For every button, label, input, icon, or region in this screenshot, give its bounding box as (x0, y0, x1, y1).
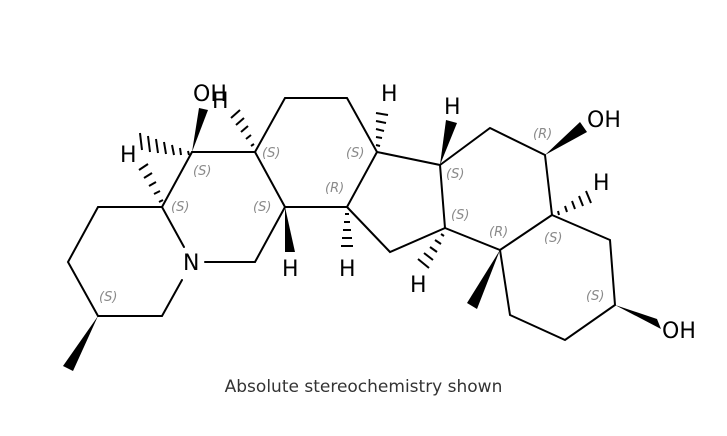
h-label: H (593, 171, 610, 196)
stereo-descriptor: (S) (346, 146, 364, 161)
hashed-bonds (138, 109, 592, 269)
stereo-descriptor: (S) (544, 231, 562, 246)
h-label: H (410, 273, 427, 298)
stereo-descriptor: (S) (446, 167, 464, 182)
h-label: H (381, 82, 398, 107)
h-label: H (212, 89, 229, 114)
stereo-descriptor: (R) (489, 225, 508, 240)
bonds (66, 97, 617, 342)
h-label: H (120, 143, 137, 168)
stereo-descriptor: (S) (586, 289, 604, 304)
hydroxyl-top: OH (193, 82, 227, 107)
wedge-bonds (63, 108, 661, 371)
h-label: H (282, 257, 299, 282)
hydroxyl-right: OH (587, 108, 621, 133)
stereo-descriptor: (S) (171, 200, 189, 215)
atom-labels: OH H H N H H H H H H OH OH (120, 82, 696, 344)
stereo-descriptor: (S) (262, 146, 280, 161)
stereo-descriptor: (S) (451, 208, 469, 223)
stereo-labels: (S) (S) (S) (S) (S) (S) (R) (S) (S) (R) (R) (S) (S) (99, 127, 604, 305)
hydroxyl-bottom: OH (662, 319, 696, 344)
stereo-descriptor: (R) (533, 127, 552, 142)
h-label: H (339, 257, 356, 282)
h-label: H (444, 95, 461, 120)
stereo-descriptor: (S) (193, 164, 211, 179)
stereo-descriptor: (R) (325, 181, 344, 196)
stereo-descriptor: (S) (253, 200, 271, 215)
nitrogen-atom: N (183, 251, 199, 276)
stereo-descriptor: (S) (99, 290, 117, 305)
caption: Absolute stereochemistry shown (224, 377, 503, 397)
